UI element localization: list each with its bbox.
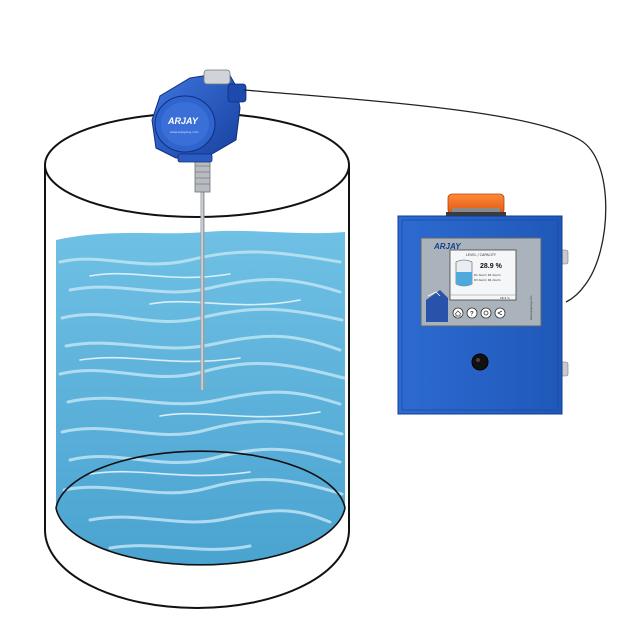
probe-rod: [194, 159, 211, 390]
help-icon[interactable]: [466, 307, 478, 319]
tank-liquid: [56, 230, 345, 565]
signal-cable: [243, 89, 607, 303]
transmitter-housing: ARJAY www.arjayeng.com: [151, 69, 247, 163]
back-icon[interactable]: [494, 307, 506, 319]
selector-switch[interactable]: [471, 353, 489, 371]
relay-line-1: R1 Alarm R2 Alarm: [474, 273, 501, 277]
svg-text:?: ?: [470, 312, 474, 318]
controller-website-label: www.arjayeng.com: [529, 295, 533, 320]
level-reading: 28.9 %: [480, 263, 503, 270]
screen-title: LEVEL / CAPACITY: [466, 253, 497, 257]
alarm-beacon: [446, 193, 506, 217]
transmitter-website-label: www.arjayeng.com: [170, 130, 199, 134]
controller-brand-label: ARJAY: [433, 242, 461, 251]
keypad: ?: [452, 307, 506, 319]
relay-line-2: R3 Alarm R4 Alarm: [474, 278, 501, 282]
tank-rim-front: [44, 164, 350, 218]
screen-footer: 28.9 %: [500, 296, 510, 300]
tank-bottom-ellipse: [55, 450, 346, 509]
settings-icon[interactable]: [480, 307, 492, 319]
transmitter-brand-label: ARJAY: [167, 116, 199, 126]
home-icon[interactable]: [452, 307, 464, 319]
controller-enclosure: ARJAY LEVEL / CAPACITY 28.9 % R1 Alarm R…: [397, 193, 569, 415]
tank-wall: [44, 165, 350, 609]
